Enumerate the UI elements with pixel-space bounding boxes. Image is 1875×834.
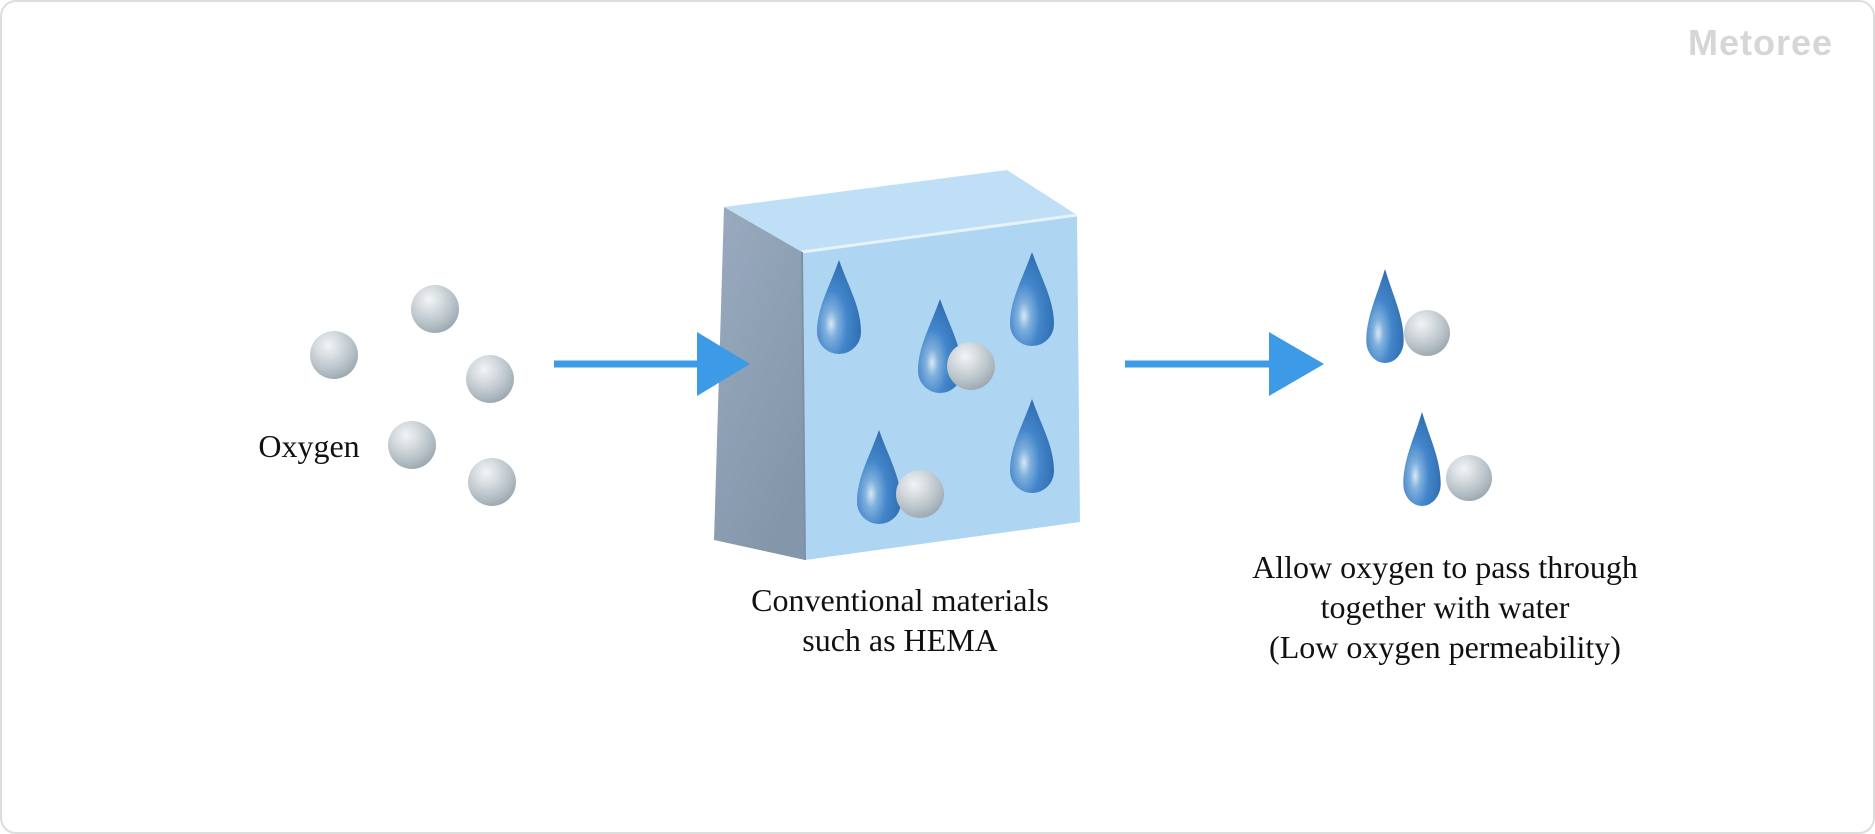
membrane-cube xyxy=(714,170,1080,561)
oxygen-molecule-in-membrane xyxy=(896,470,944,518)
oxygen-molecule-group xyxy=(310,285,516,506)
metoree-watermark-logo: Metoree xyxy=(1687,22,1833,63)
result-caption-line1: Allow oxygen to pass through xyxy=(1252,549,1638,585)
arrow-head-icon xyxy=(697,332,750,396)
cube-side-face xyxy=(714,207,805,560)
water-droplet xyxy=(1366,269,1404,363)
oxygen-molecule xyxy=(411,285,459,333)
oxygen-molecule xyxy=(388,421,436,469)
result-caption-line3: (Low oxygen permeability) xyxy=(1269,629,1621,665)
oxygen-molecule-in-membrane xyxy=(947,342,995,390)
water-droplet xyxy=(1403,412,1441,506)
oxygen-molecule xyxy=(310,331,358,379)
cube-top-face xyxy=(724,170,1077,252)
arrow-head-icon xyxy=(1269,332,1324,396)
oxygen-molecule-passed xyxy=(1404,310,1450,356)
arrow-out-of-membrane xyxy=(1125,332,1324,396)
result-caption-line2: together with water xyxy=(1320,589,1570,625)
membrane-caption-line2: such as HEMA xyxy=(802,622,998,658)
cube-top-edge-highlight xyxy=(801,213,1078,254)
result-caption: Allow oxygen to pass through together wi… xyxy=(1195,547,1695,667)
oxygen-molecule xyxy=(468,458,516,506)
oxygen-molecule xyxy=(466,355,514,403)
passed-oxygen-water-group xyxy=(1366,269,1492,506)
oxygen-molecule-passed xyxy=(1446,455,1492,501)
oxygen-label: Oxygen xyxy=(258,428,360,464)
cube-left-edge-line xyxy=(801,251,806,561)
membrane-caption: Conventional materials such as HEMA xyxy=(700,580,1100,660)
arrow-into-membrane xyxy=(554,332,750,396)
membrane-caption-line1: Conventional materials xyxy=(751,582,1049,618)
